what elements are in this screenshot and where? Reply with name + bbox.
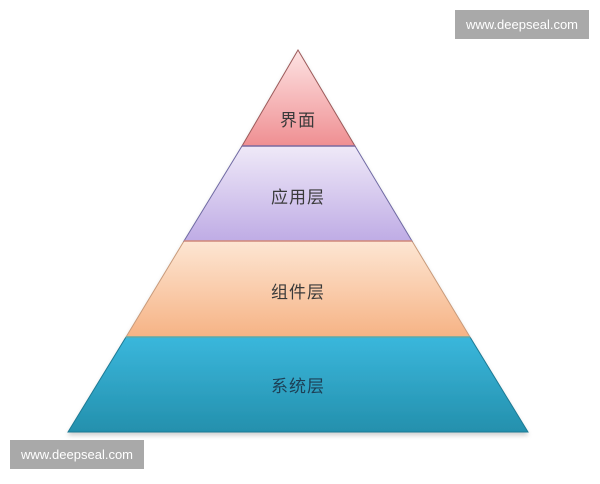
watermark-top-right: www.deepseal.com (455, 10, 589, 39)
layer-interface (241, 49, 356, 147)
layer-label-system: 系统层 (271, 377, 325, 397)
watermark-bottom-left: www.deepseal.com (10, 440, 144, 469)
layer-label-interface: 界面 (280, 111, 316, 131)
layer-label-application: 应用层 (271, 188, 325, 208)
layer-label-component: 组件层 (271, 283, 325, 303)
